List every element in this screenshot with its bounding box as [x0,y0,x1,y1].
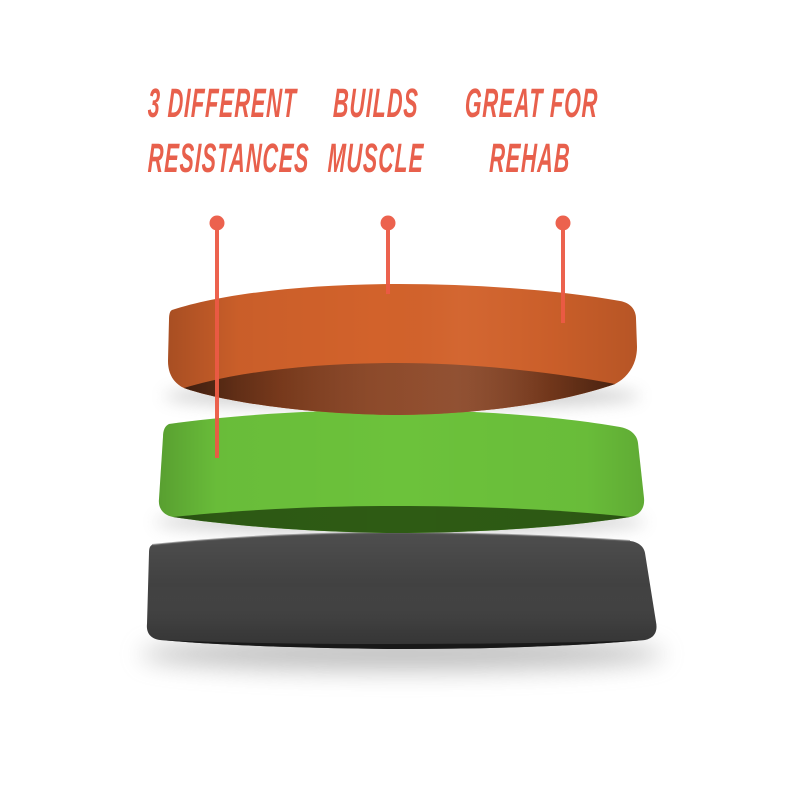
black-resistance-band [146,531,657,649]
callout-dot-builds-muscle [380,215,396,231]
green-resistance-band [158,410,645,533]
orange-band-shading [168,284,637,415]
orange-resistance-band [168,284,637,415]
black-band-shading [146,533,657,649]
callout-dot-resistances [209,215,225,231]
callout-dot-rehab [555,215,571,231]
green-band-shading [158,410,645,533]
callout-pins [209,215,571,458]
